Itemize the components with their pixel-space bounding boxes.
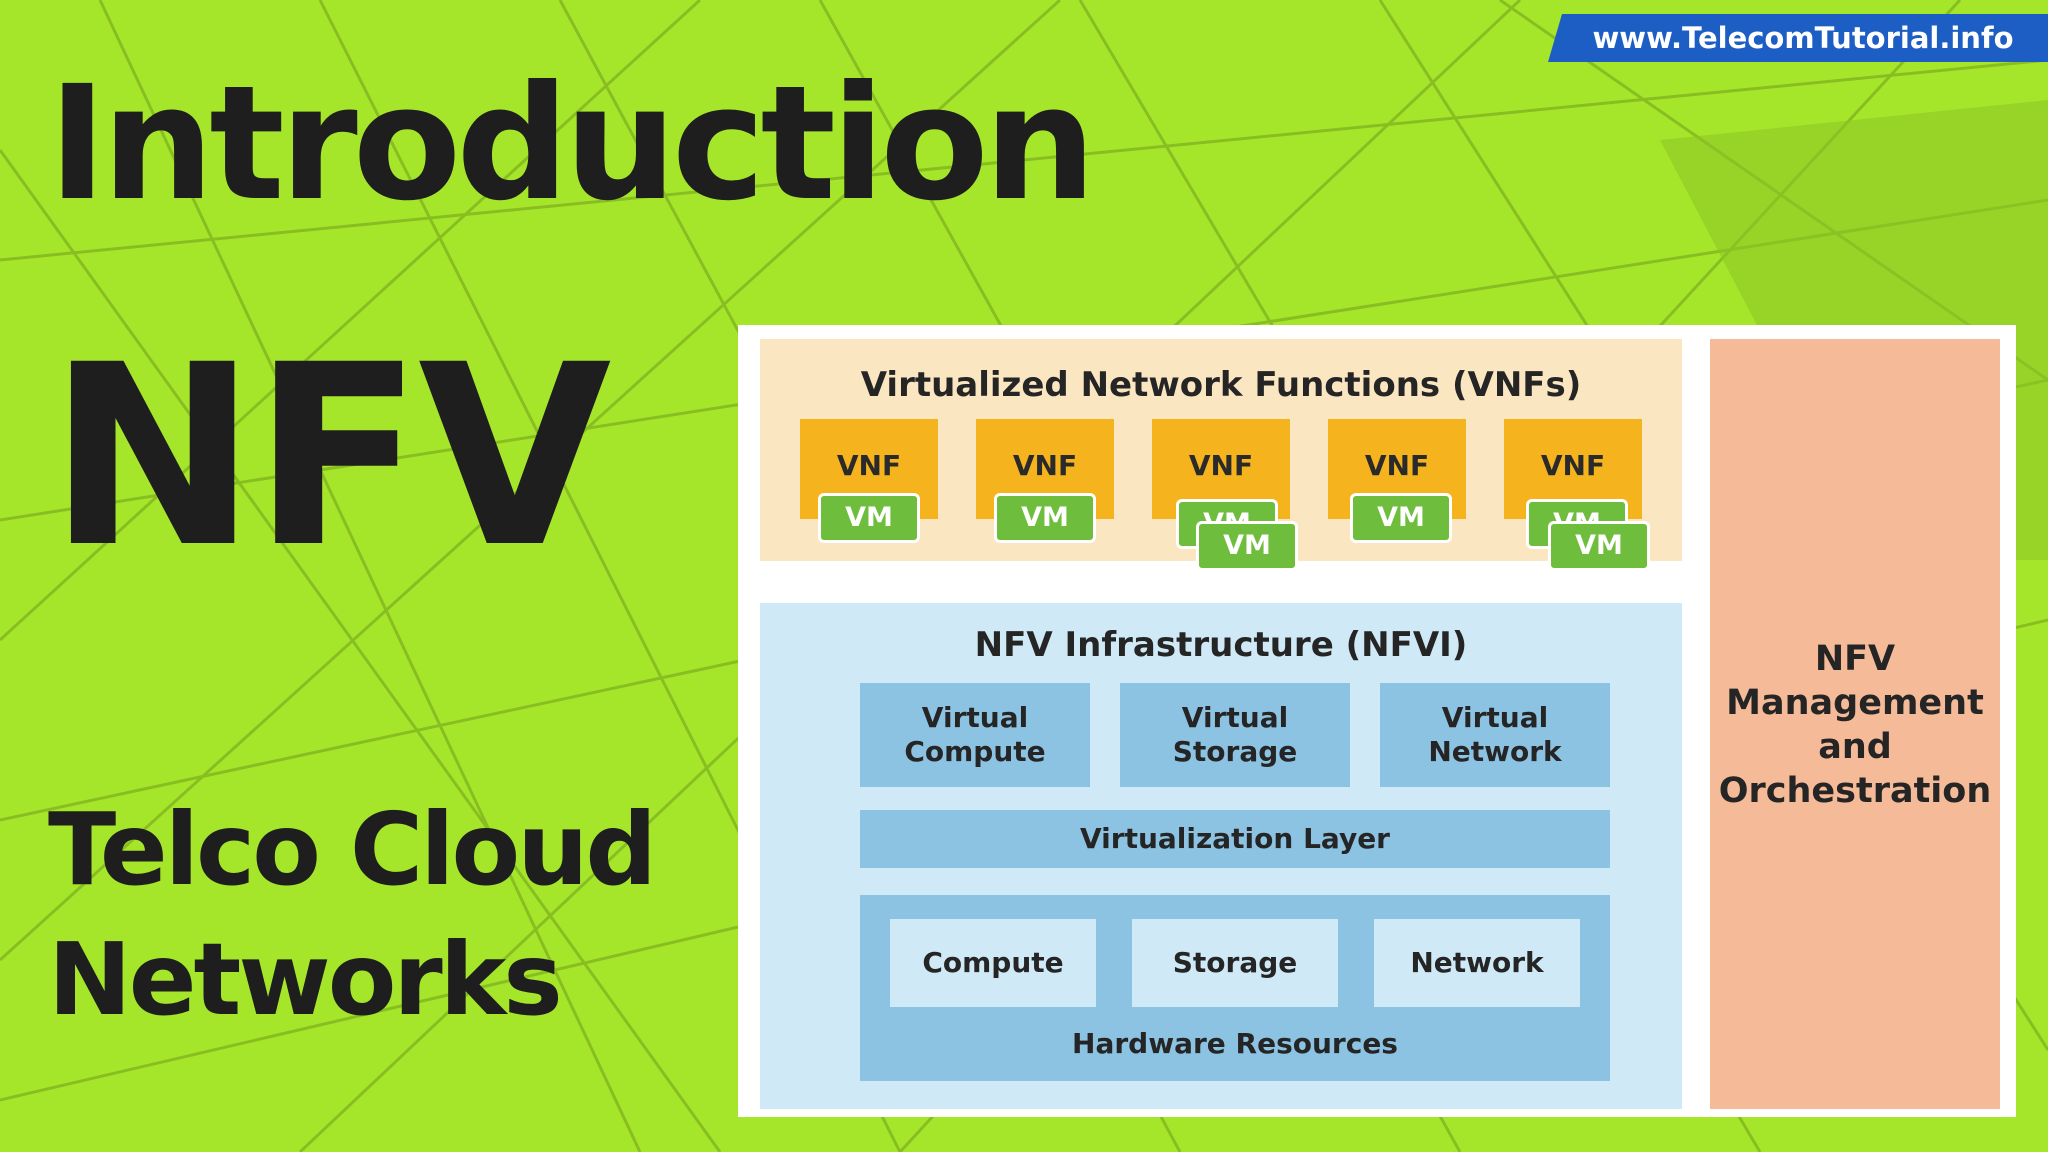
title-nfv: NFV [48, 311, 611, 602]
nfvi-section: NFV Infrastructure (NFVI) Virtual Comput… [760, 603, 1682, 1109]
virtual-storage-label: Virtual [1181, 701, 1289, 734]
hardware-resources-label: Hardware Resources [1072, 1027, 1398, 1060]
vnf-label: VNF [1188, 449, 1254, 482]
title-telco-cloud-networks: Telco Cloud Networks [48, 785, 657, 1045]
vm-badge: VM [818, 493, 920, 543]
mano-line: Management [1726, 683, 1984, 723]
mano-line: and [1818, 727, 1892, 767]
vm-badge: VM [1350, 493, 1452, 543]
nfv-architecture-diagram: Virtualized Network Functions (VNFs) VNF… [738, 325, 2016, 1117]
vnf-label: VNF [836, 449, 902, 482]
virtual-compute-label: Compute [904, 735, 1046, 768]
vnf-label: VNF [1540, 449, 1606, 482]
vm-badge: VM [994, 493, 1096, 543]
nfv-mano-label: NFV Management and Orchestration [1710, 637, 2000, 813]
hardware-storage-box: Storage [1132, 919, 1338, 1007]
virtual-network-label: Virtual [1441, 701, 1549, 734]
vnf-label: VNF [1364, 449, 1430, 482]
vm-badge: VM [1196, 521, 1298, 571]
virtual-storage-label: Storage [1172, 735, 1298, 768]
title-introduction: Introduction [48, 52, 1096, 236]
hardware-resources-box: Compute Storage Network Hardware Resourc… [860, 895, 1610, 1081]
vm-badge: VM [1548, 521, 1650, 571]
website-banner[interactable]: www.TelecomTutorial.info [1548, 14, 2048, 62]
hardware-compute-box: Compute [890, 919, 1096, 1007]
virtual-network-box: Virtual Network [1380, 683, 1610, 787]
mano-line: Orchestration [1718, 771, 1992, 811]
virtual-storage-box: Virtual Storage [1120, 683, 1350, 787]
title-line-networks: Networks [48, 921, 563, 1038]
vnf-section-title: Virtualized Network Functions (VNFs) [860, 365, 1582, 405]
vnf-label: VNF [1012, 449, 1078, 482]
nfv-mano-section: NFV Management and Orchestration [1710, 339, 2000, 1109]
virtual-compute-label: Virtual [921, 701, 1029, 734]
nfvi-section-title: NFV Infrastructure (NFVI) [974, 625, 1468, 665]
hardware-network-box: Network [1374, 919, 1580, 1007]
virtualization-layer: Virtualization Layer [860, 810, 1610, 868]
mano-line: NFV [1814, 639, 1896, 679]
virtual-network-label: Network [1428, 735, 1562, 768]
title-line-telco-cloud: Telco Cloud [48, 791, 657, 908]
vnf-section: Virtualized Network Functions (VNFs) VNF… [760, 339, 1682, 571]
virtual-compute-box: Virtual Compute [860, 683, 1090, 787]
